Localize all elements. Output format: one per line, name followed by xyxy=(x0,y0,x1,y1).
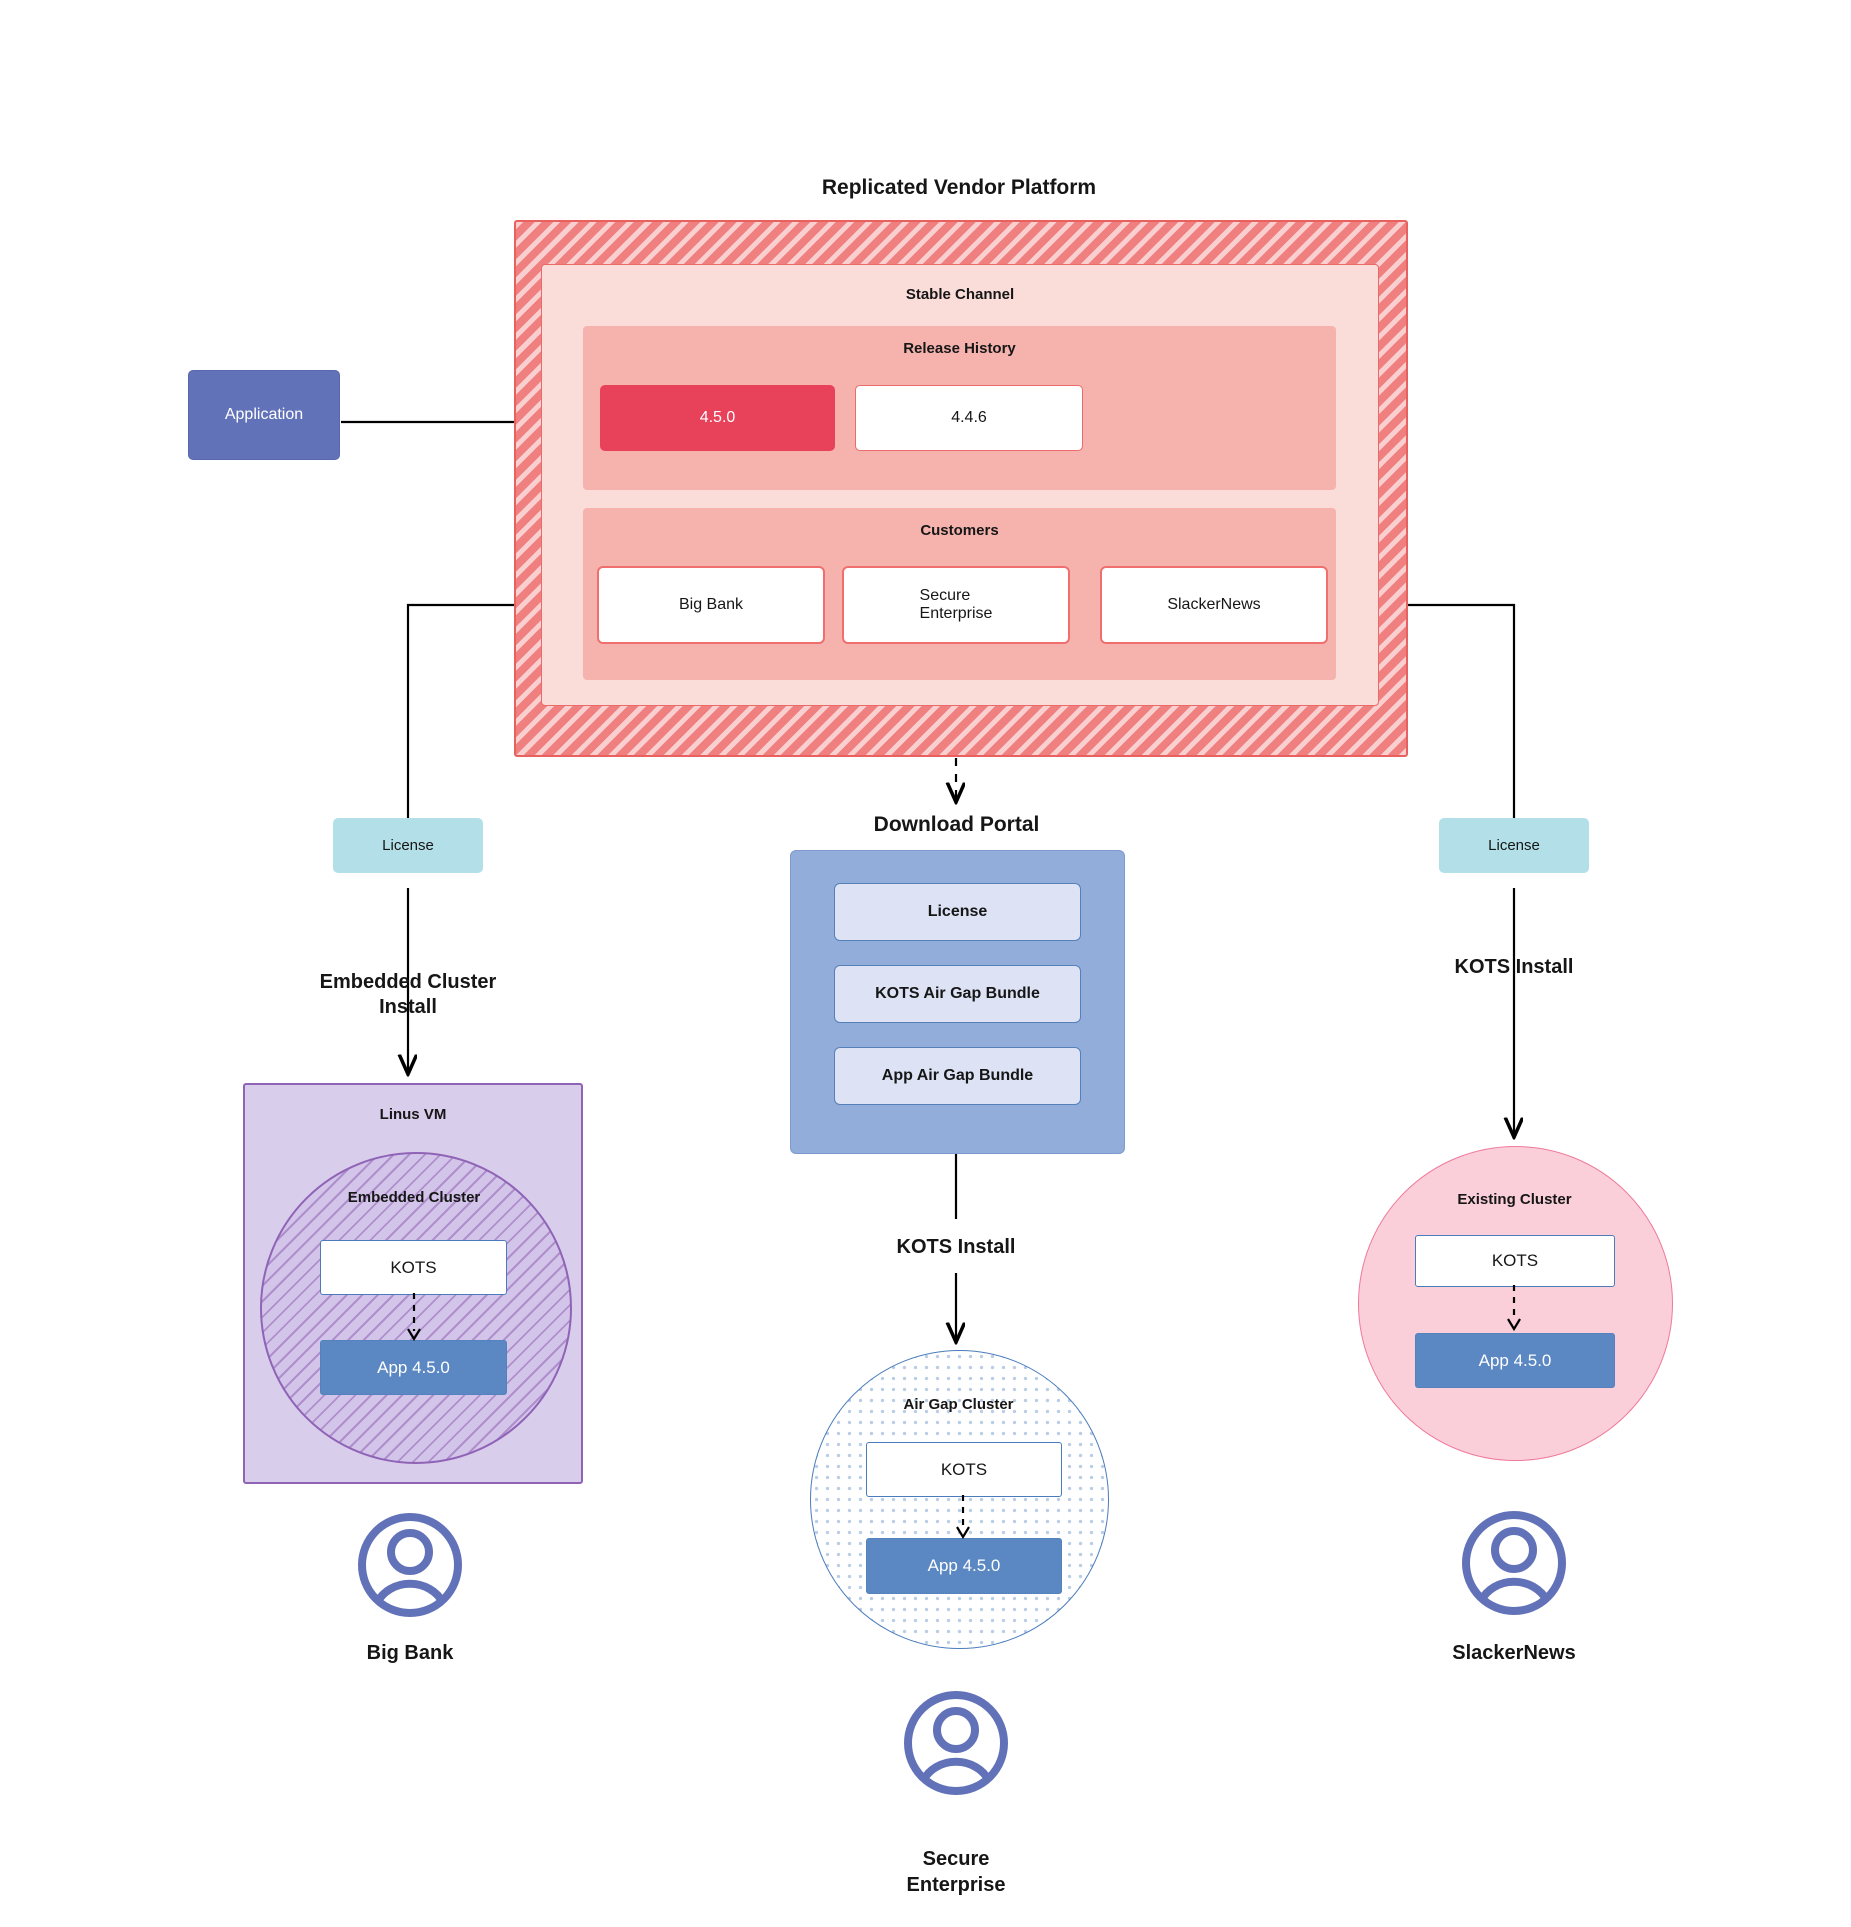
app-box-embedded[interactable]: App 4.5.0 xyxy=(320,1340,507,1395)
app-version-label: App 4.5.0 xyxy=(377,1357,450,1377)
kots-label: KOTS xyxy=(390,1257,437,1277)
kots-box-embedded[interactable]: KOTS xyxy=(320,1240,507,1295)
application-node[interactable]: Application xyxy=(188,370,340,460)
vendor-platform-title: Replicated Vendor Platform xyxy=(821,176,1097,199)
license-chip-right[interactable]: License xyxy=(1439,818,1589,873)
customer-item-secure-enterprise[interactable]: Secure Enterprise xyxy=(842,566,1070,644)
wire-kots-to-app-airgap xyxy=(956,1495,970,1540)
portal-item-app-air-gap-bundle[interactable]: App Air Gap Bundle xyxy=(834,1047,1081,1105)
license-chip-label: License xyxy=(382,837,434,854)
release-history-label: Release History xyxy=(903,340,1016,357)
portal-item-license[interactable]: License xyxy=(834,883,1081,941)
customer-name-label: SlackerNews xyxy=(1167,596,1261,613)
release-item-past[interactable]: 4.4.6 xyxy=(855,385,1083,451)
existing-cluster-circle xyxy=(1358,1146,1673,1461)
air-gap-cluster-label: Air Gap Cluster xyxy=(903,1396,1014,1413)
stable-channel-label: Stable Channel xyxy=(905,286,1015,303)
edge-label-kots-install-right: KOTS Install xyxy=(1454,956,1574,978)
air-gap-cluster-circle xyxy=(810,1350,1109,1649)
license-chip-left[interactable]: License xyxy=(333,818,483,873)
license-chip-label: License xyxy=(1488,837,1540,854)
app-version-label: App 4.5.0 xyxy=(927,1556,1001,1575)
kots-label: KOTS xyxy=(940,1459,988,1479)
kots-label: KOTS xyxy=(1491,1251,1539,1270)
customer-item-big-bank[interactable]: Big Bank xyxy=(597,566,825,644)
persona-label-big-bank: Big Bank xyxy=(366,1642,454,1664)
portal-item-kots-air-gap-bundle[interactable]: KOTS Air Gap Bundle xyxy=(834,965,1081,1023)
wire-kots-to-app-existing xyxy=(1507,1285,1521,1332)
release-item-current[interactable]: 4.5.0 xyxy=(600,385,835,451)
release-version-label: 4.5.0 xyxy=(699,409,736,426)
avatar-secure-enterprise xyxy=(904,1691,1008,1795)
customer-name-label: Big Bank xyxy=(678,596,744,613)
customers-label: Customers xyxy=(920,522,999,539)
persona-label-slackernews: SlackerNews xyxy=(1452,1642,1576,1664)
edge-label-embedded-cluster-install: Embedded Cluster Install xyxy=(319,971,497,1018)
avatar-slackernews xyxy=(1462,1511,1566,1615)
linux-vm-label: Linus VM xyxy=(379,1106,447,1123)
app-box-existing[interactable]: App 4.5.0 xyxy=(1415,1333,1615,1388)
embedded-cluster-label: Embedded Cluster xyxy=(347,1189,481,1206)
app-box-airgap[interactable]: App 4.5.0 xyxy=(866,1538,1062,1594)
release-version-label: 4.4.6 xyxy=(951,409,987,426)
persona-label-secure-enterprise: Secure Enterprise xyxy=(906,1848,1006,1896)
page-title: Replicated Vendor Platform xyxy=(514,175,1404,201)
download-portal-title: Download Portal xyxy=(873,813,1040,836)
app-version-label: App 4.5.0 xyxy=(1478,1350,1552,1370)
application-node-label: Application xyxy=(224,406,304,423)
customer-name-label: Secure Enterprise xyxy=(919,587,993,622)
wire-kots-to-app-embedded xyxy=(407,1293,421,1342)
avatar-big-bank xyxy=(358,1513,462,1617)
embedded-cluster-circle xyxy=(260,1152,572,1464)
kots-box-airgap[interactable]: KOTS xyxy=(866,1442,1062,1497)
customer-item-slackernews[interactable]: SlackerNews xyxy=(1100,566,1328,644)
edge-label-kots-install-center: KOTS Install xyxy=(896,1236,1016,1258)
existing-cluster-label: Existing Cluster xyxy=(1457,1191,1572,1208)
kots-box-existing[interactable]: KOTS xyxy=(1415,1235,1615,1287)
download-portal-container: License KOTS Air Gap Bundle App Air Gap … xyxy=(790,850,1125,1154)
